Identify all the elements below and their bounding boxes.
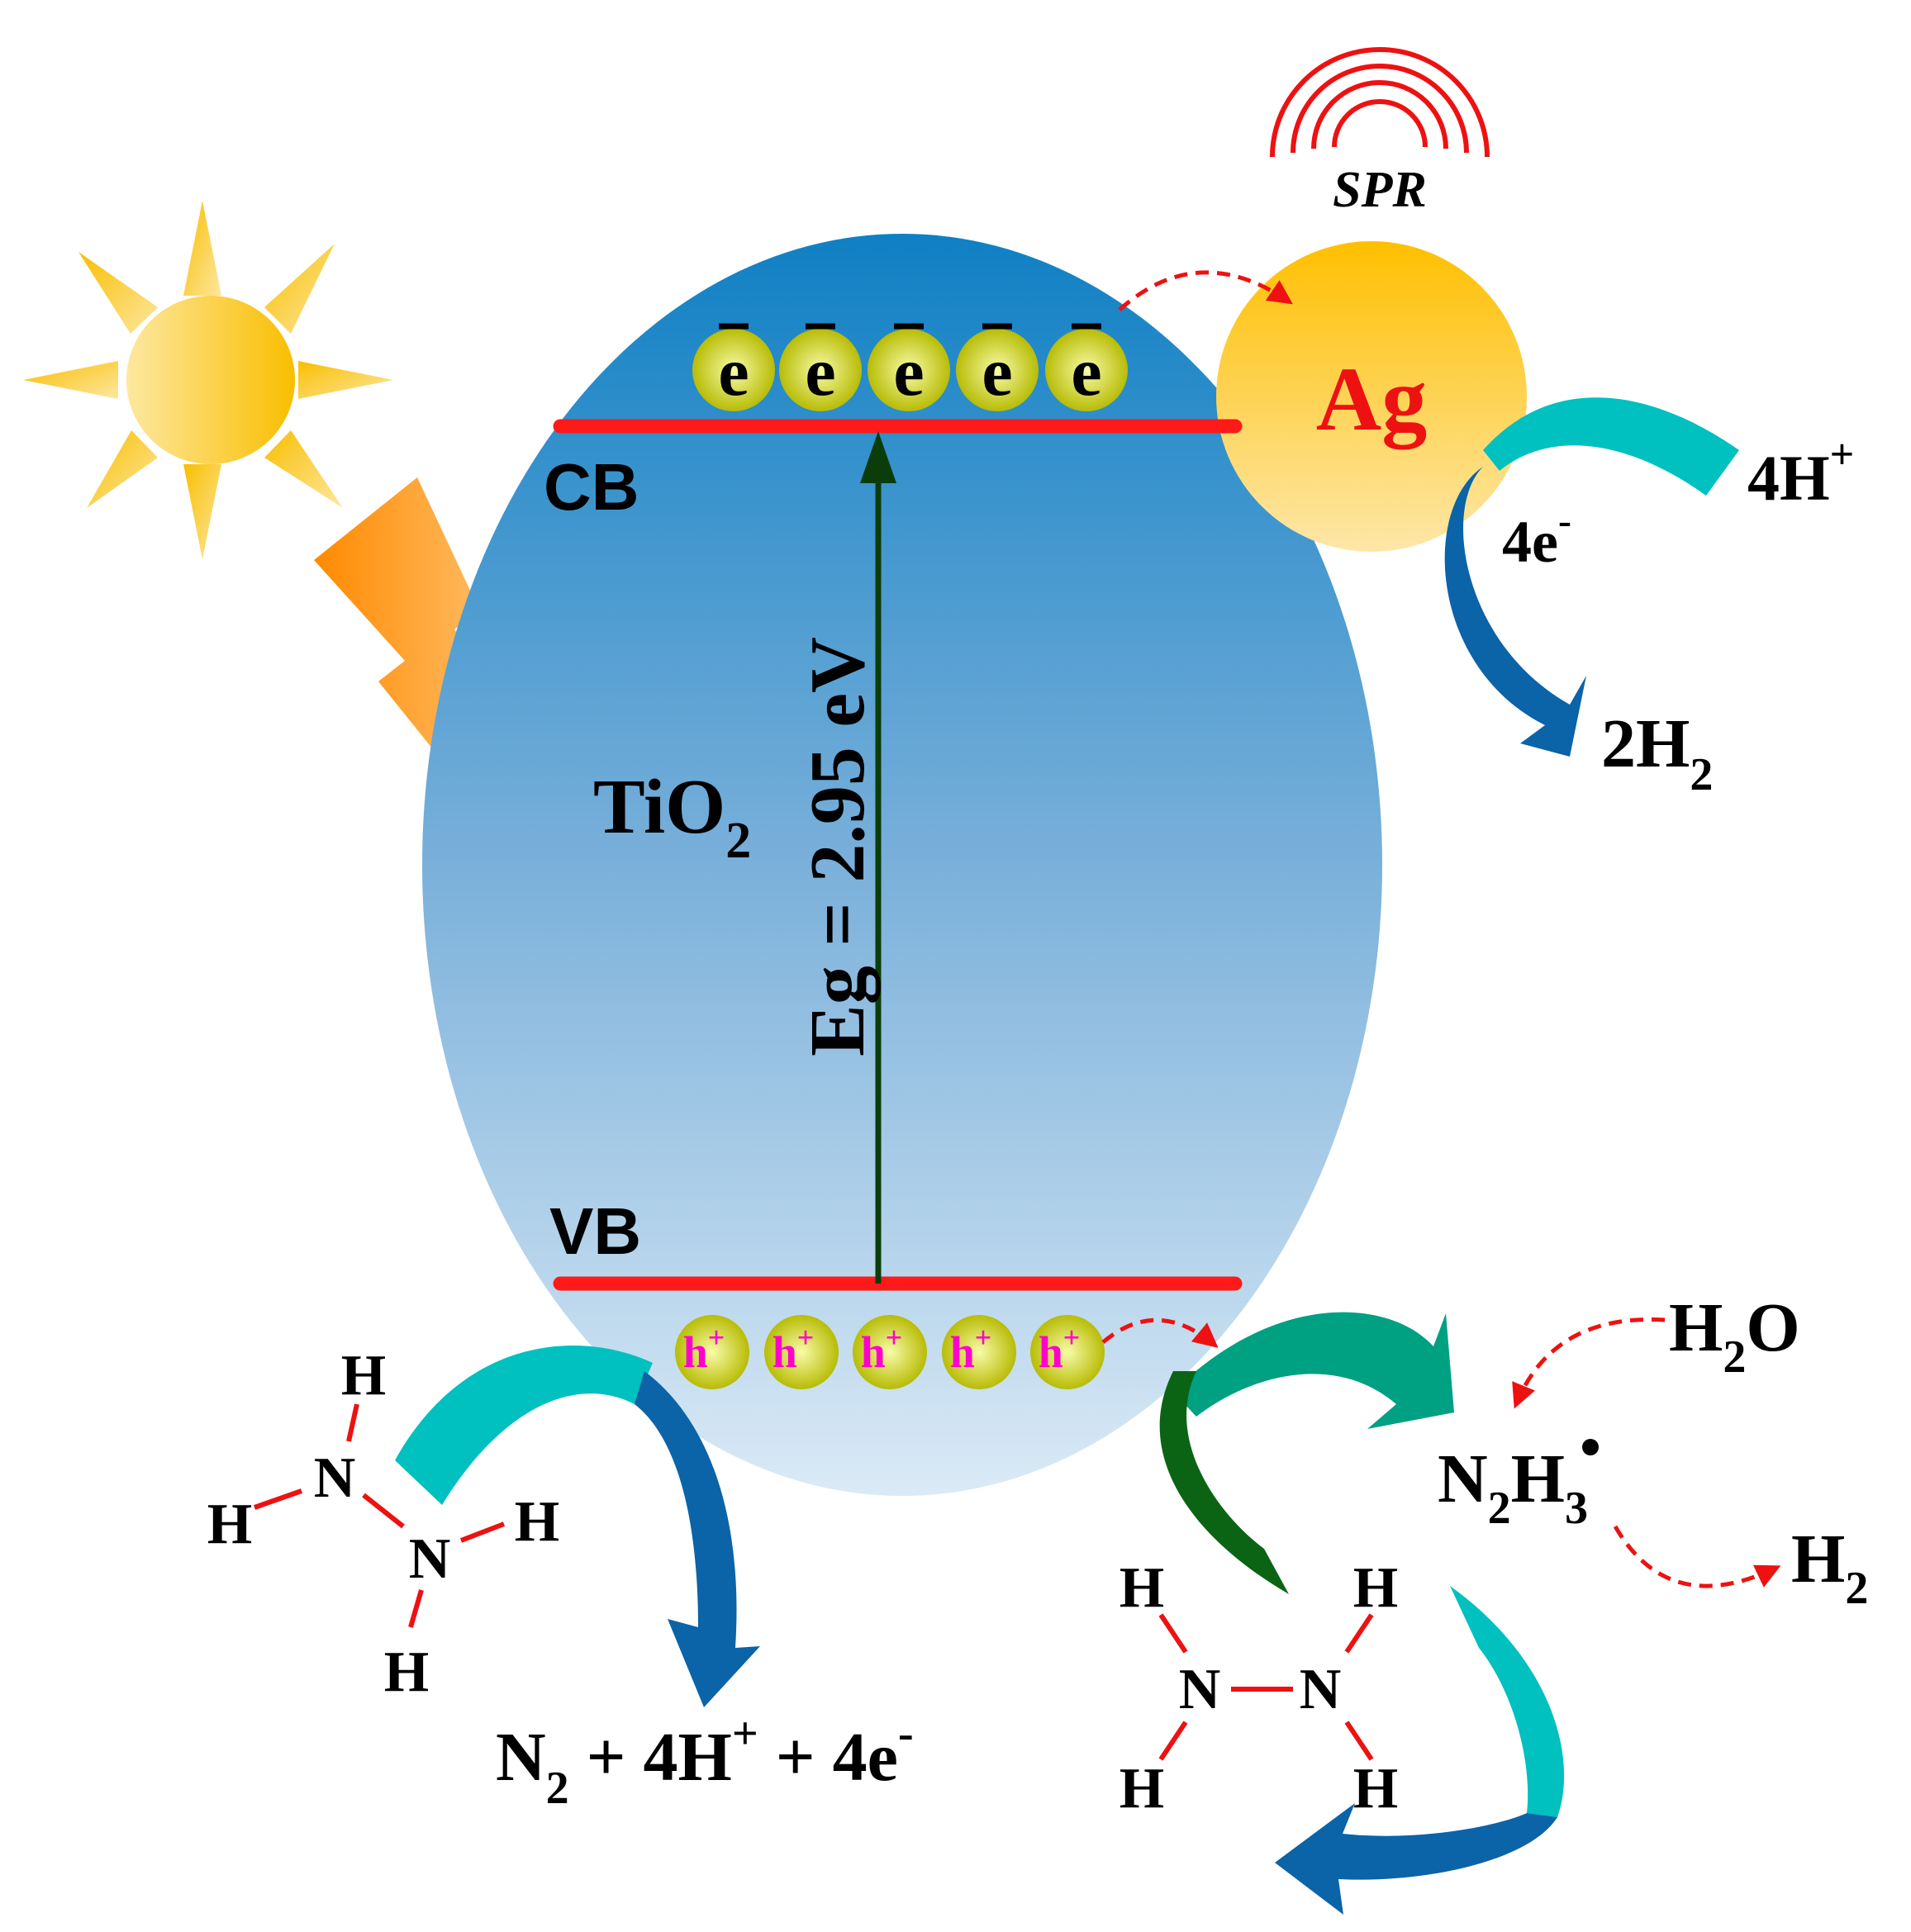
svg-text:e: e bbox=[893, 334, 924, 411]
svg-text:h+: h+ bbox=[772, 1321, 815, 1377]
atom: H bbox=[1120, 1757, 1164, 1820]
cb-label: CB bbox=[544, 450, 639, 524]
hydrazine-to-radical-arrow bbox=[1159, 1371, 1289, 1594]
spr-wave-icon bbox=[1270, 47, 1490, 158]
vb-label: VB bbox=[549, 1194, 641, 1268]
silver-label: Ag bbox=[1316, 349, 1427, 449]
hole: h+ bbox=[853, 1315, 927, 1389]
svg-text:e: e bbox=[805, 334, 835, 411]
atom: N bbox=[314, 1446, 356, 1510]
svg-text:h+: h+ bbox=[683, 1321, 725, 1377]
hole: h+ bbox=[764, 1315, 839, 1389]
water-label: H2O bbox=[1669, 1289, 1800, 1383]
svg-text:h+: h+ bbox=[861, 1321, 903, 1377]
atom: H bbox=[341, 1344, 386, 1407]
hole: h+ bbox=[1030, 1315, 1105, 1389]
water-arrow bbox=[1512, 1317, 1666, 1409]
atom: H bbox=[515, 1490, 559, 1554]
atom: N bbox=[409, 1527, 451, 1591]
atom: H bbox=[384, 1640, 429, 1704]
spr-label: SPR bbox=[1333, 162, 1427, 218]
atom: N bbox=[1300, 1658, 1342, 1721]
electron: e bbox=[1045, 323, 1128, 411]
hole-group: h+ h+ h+ h+ h+ bbox=[675, 1315, 1105, 1389]
hole: h+ bbox=[675, 1315, 749, 1389]
h2-out-arrow bbox=[1444, 467, 1586, 757]
radical-cycle-teal-arrow bbox=[1450, 1586, 1565, 1817]
svg-text:e: e bbox=[982, 334, 1012, 411]
electron: e bbox=[779, 323, 862, 411]
tio2-particle bbox=[422, 234, 1382, 1496]
radical-cycle-blue-arrow bbox=[1275, 1803, 1557, 1915]
sun-icon bbox=[23, 201, 393, 559]
electron: e bbox=[868, 323, 950, 411]
silver-nanoparticle bbox=[1216, 241, 1527, 552]
hydrazine-molecule-left: H N H N H H bbox=[207, 1344, 559, 1704]
atom: N bbox=[1179, 1658, 1221, 1721]
electron: e bbox=[692, 323, 775, 411]
tio2-label: TiO2 bbox=[593, 764, 751, 869]
h2-product-label: 2H2 bbox=[1601, 705, 1713, 800]
electron-group: e e e e e bbox=[692, 323, 1128, 411]
atom: H bbox=[1353, 1757, 1398, 1820]
svg-text:e: e bbox=[718, 334, 749, 411]
proton-reactant-label: 4H+ bbox=[1747, 431, 1854, 514]
radical-formation-arrow bbox=[1173, 1312, 1454, 1429]
atom: H bbox=[207, 1493, 252, 1556]
hydrazine-in-arrow bbox=[395, 1345, 653, 1505]
hydrazine-molecule-right: H H N N H H bbox=[1120, 1556, 1398, 1820]
svg-text:h+: h+ bbox=[1039, 1321, 1081, 1377]
hole: h+ bbox=[942, 1315, 1016, 1389]
electron-count-label: 4e- bbox=[1502, 499, 1571, 575]
oxidation-out-arrow bbox=[635, 1371, 760, 1707]
radical-dot bbox=[1582, 1439, 1599, 1455]
proton-in-arrow bbox=[1483, 397, 1739, 496]
radical-label: N2H3 bbox=[1438, 1441, 1588, 1534]
electron-transfer-arrow bbox=[1118, 270, 1293, 311]
bandgap-label: Eg = 2.95 eV bbox=[795, 637, 881, 1056]
excitation-arrowhead bbox=[860, 431, 896, 483]
oxidation-products-label: N2 + 4H+ + 4e- bbox=[496, 1708, 914, 1814]
atom: H bbox=[1353, 1556, 1398, 1620]
hydrogen-release-arrow bbox=[1613, 1525, 1781, 1588]
atom: H bbox=[1120, 1556, 1164, 1620]
electron: e bbox=[956, 323, 1039, 411]
svg-text:e: e bbox=[1071, 334, 1101, 411]
hydrogen-product-label: H2 bbox=[1791, 1521, 1868, 1614]
svg-text:h+: h+ bbox=[950, 1321, 992, 1377]
